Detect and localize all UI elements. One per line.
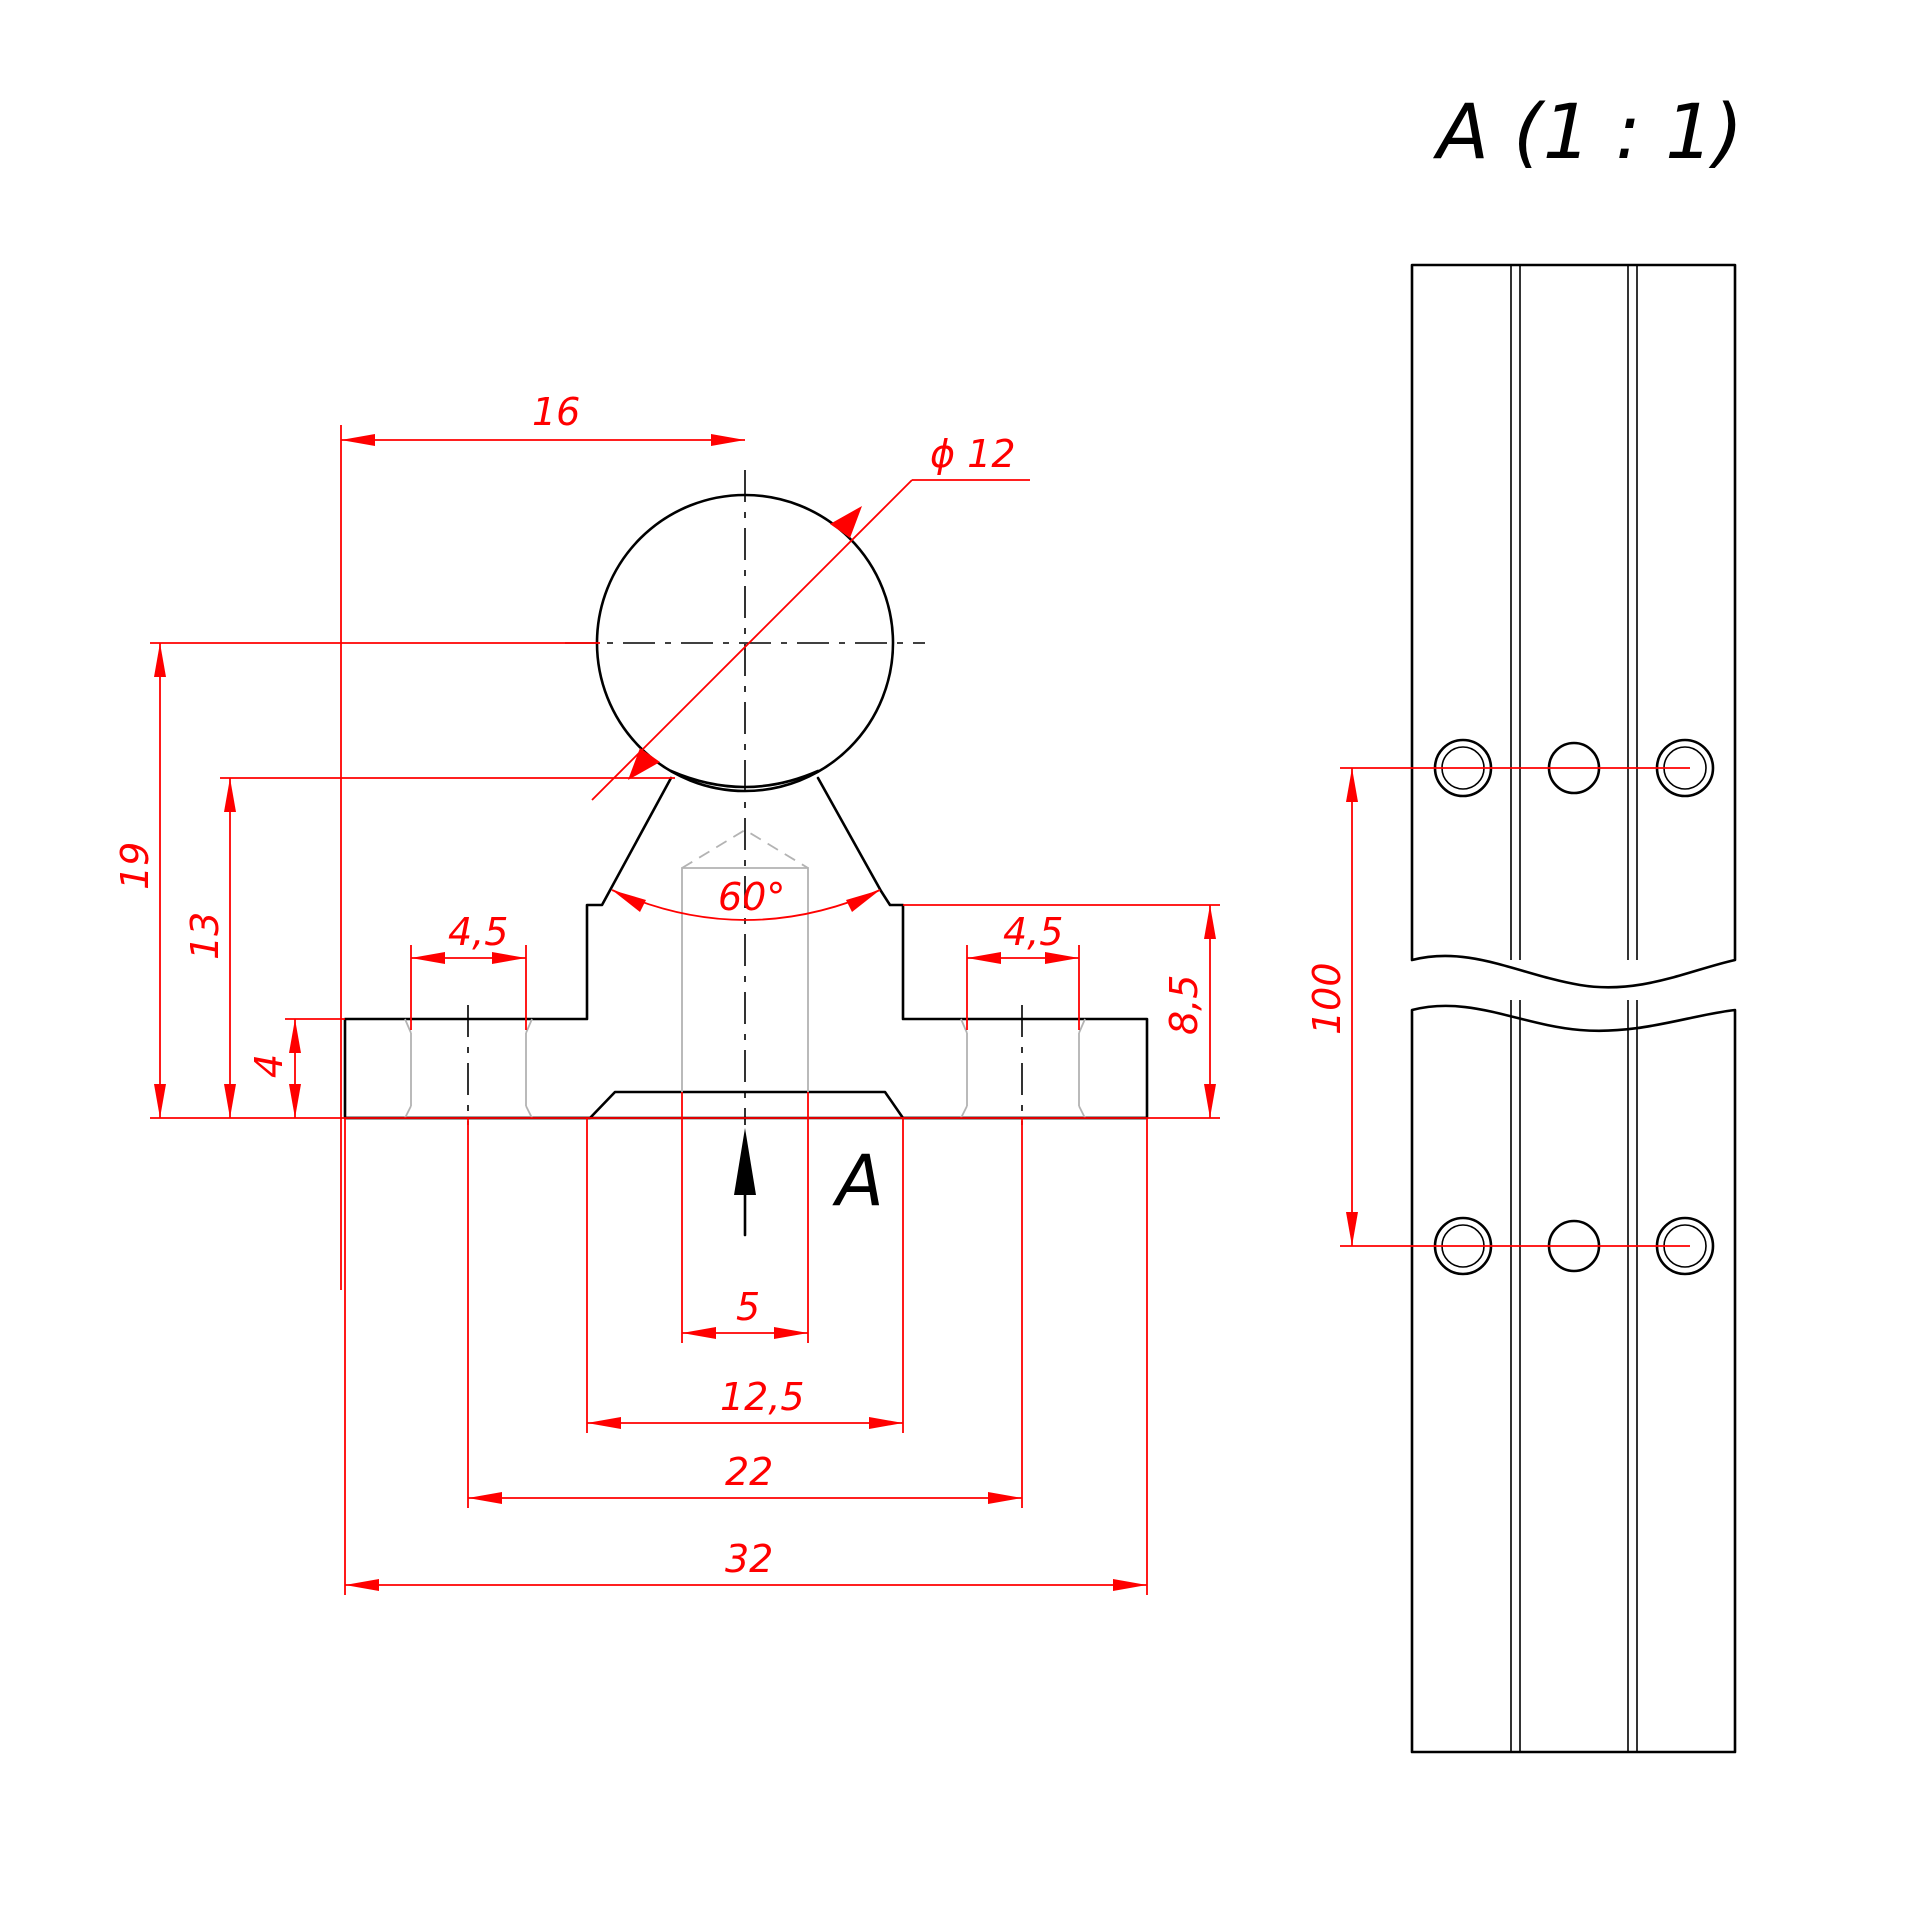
part-body-outline	[343, 776, 1149, 1120]
view-title: A (1 : 1)	[1432, 87, 1743, 176]
dim-hole-left: 4,5	[410, 910, 527, 1030]
section-view: A	[343, 470, 1149, 1237]
dimensions: 16 ϕ 12 19 13	[113, 390, 1220, 1595]
svg-text:4,5: 4,5	[1003, 910, 1063, 954]
dim-hole-right: 4,5	[966, 910, 1080, 1030]
rail-bottom-grooves	[1510, 1000, 1638, 1752]
dim-top-width: 16	[340, 390, 745, 1290]
right-hole-hidden	[960, 1018, 1086, 1119]
view-arrow	[734, 1128, 756, 1237]
svg-text:100: 100	[1305, 962, 1349, 1035]
rail-top-segment	[1410, 263, 1737, 989]
dim-hole-pitch: 100	[1305, 767, 1690, 1247]
dim-height-neck: 13	[183, 777, 675, 1118]
bore-hidden	[681, 867, 809, 1092]
view-a: 100	[1305, 263, 1737, 1754]
svg-text:4: 4	[247, 1054, 291, 1078]
svg-text:ϕ 12: ϕ 12	[930, 432, 1016, 476]
svg-text:16: 16	[532, 390, 580, 434]
left-hole-hidden	[404, 1018, 533, 1119]
dim-hole-spacing: 22	[467, 1118, 1023, 1508]
rail-top-grooves	[1510, 265, 1638, 960]
svg-text:13: 13	[183, 912, 227, 960]
svg-text:19: 19	[113, 842, 157, 890]
dim-height-boss: 8,5	[903, 904, 1220, 1118]
rail-bottom-segment	[1410, 1004, 1737, 1754]
dim-bore: 5	[681, 1092, 809, 1343]
dim-angle: 60°	[611, 875, 881, 921]
dim-diameter: ϕ 12	[591, 432, 1030, 801]
view-marker-label: A	[832, 1140, 884, 1222]
dim-boss-width: 12,5	[586, 1118, 904, 1433]
svg-text:60°: 60°	[718, 875, 785, 919]
svg-text:8,5: 8,5	[1162, 975, 1206, 1035]
svg-text:32: 32	[725, 1537, 773, 1581]
svg-text:22: 22	[725, 1450, 773, 1494]
drill-point-hidden	[681, 828, 809, 869]
dim-height-total: 19	[113, 642, 1220, 1119]
svg-text:4,5: 4,5	[448, 910, 508, 954]
dim-overall-width: 32	[344, 1118, 1148, 1595]
svg-text:5: 5	[736, 1285, 760, 1329]
svg-text:12,5: 12,5	[720, 1375, 805, 1419]
dim-height-base: 4	[247, 1018, 345, 1118]
